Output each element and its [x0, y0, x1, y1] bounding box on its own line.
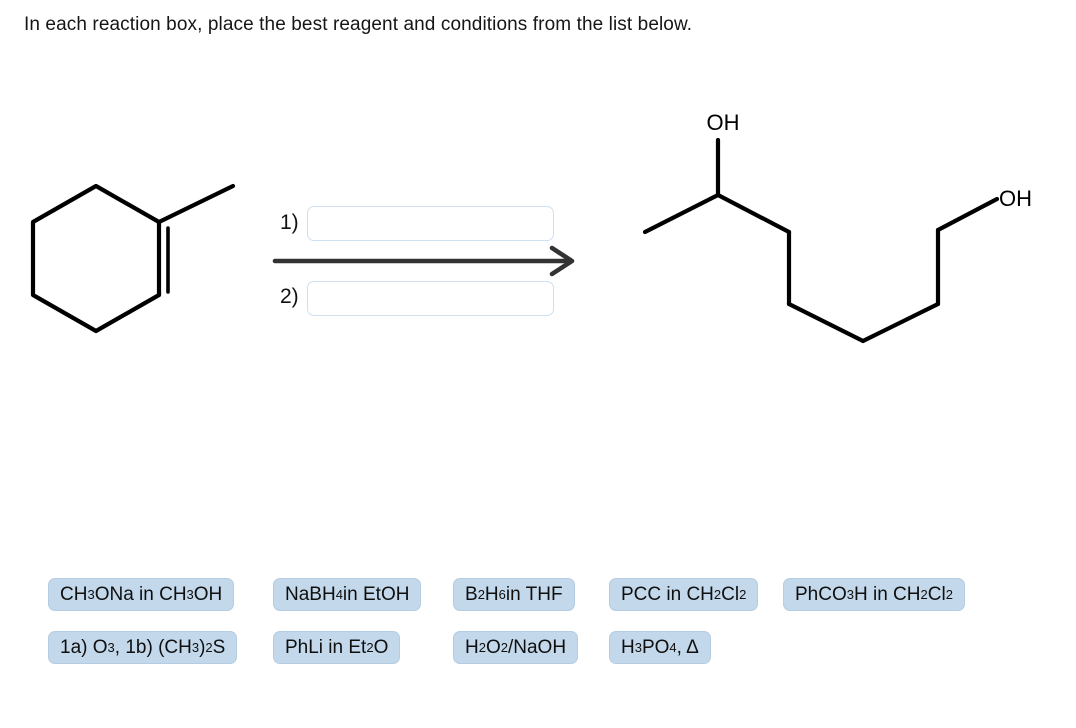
reaction-arrow	[272, 245, 575, 277]
reaction-scheme: OH OH	[30, 110, 1032, 344]
reactant-structure-1-methylcyclohexene	[30, 183, 236, 334]
step-1-label: 1)	[280, 211, 299, 234]
step-2-label: 2)	[280, 285, 299, 308]
page-title: In each reaction box, place the best rea…	[24, 14, 693, 35]
product-structure-diol	[642, 137, 1000, 344]
product-oh-right-label: OH	[999, 186, 1032, 211]
reagent-dropbox-2[interactable]	[307, 281, 554, 316]
product-oh-left-label: OH	[707, 110, 740, 135]
reagent-dropbox-1[interactable]	[307, 206, 554, 241]
